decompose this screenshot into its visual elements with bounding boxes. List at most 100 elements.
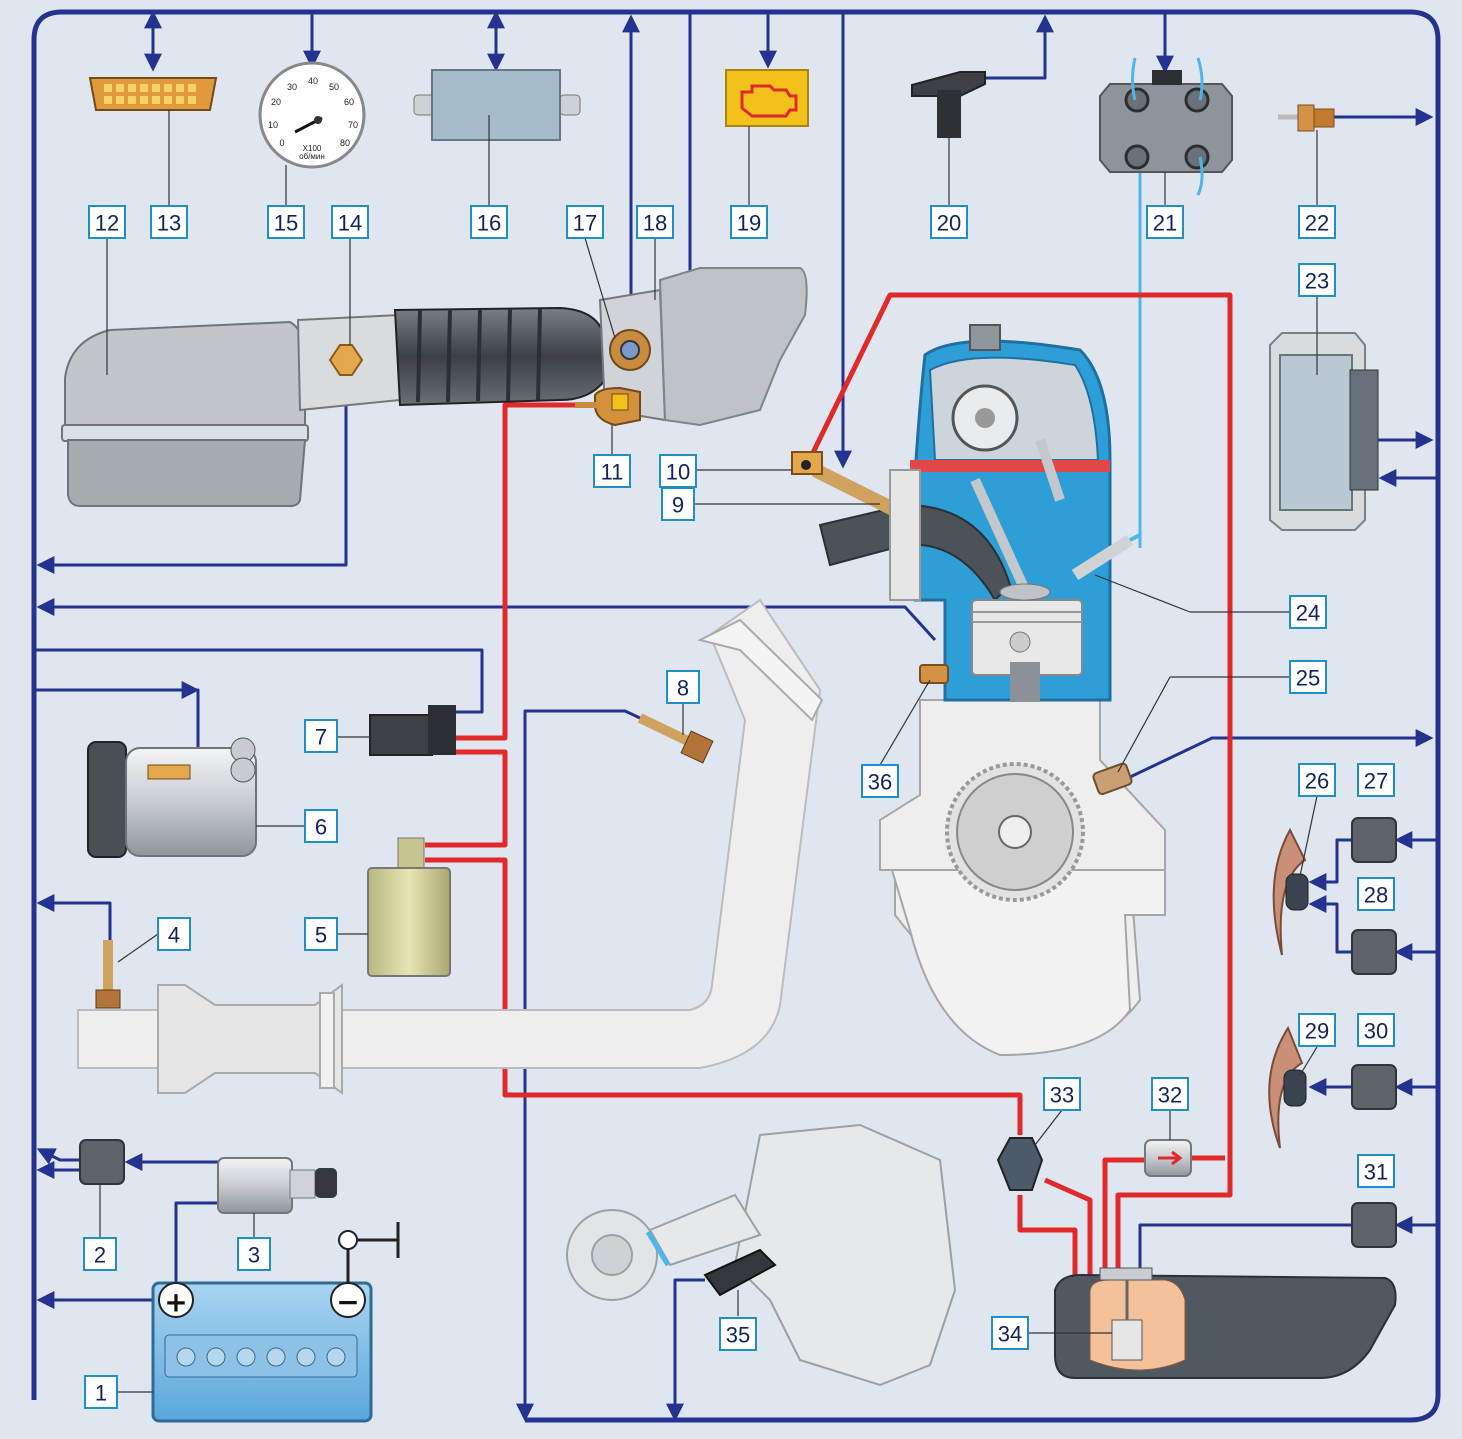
battery-plus-icon: [158, 1282, 194, 1318]
oxygen-sensor-downstream: [95, 940, 121, 1009]
label-16: 16: [470, 205, 508, 239]
fuel-lines: [425, 292, 1233, 1275]
label-12: 12: [88, 205, 126, 239]
label-22: 22: [1298, 205, 1336, 239]
svg-text:31: 31: [1364, 1160, 1388, 1185]
label-9: 9: [661, 487, 695, 521]
svg-text:15: 15: [274, 211, 298, 236]
battery-minus-symbol: −: [336, 1286, 359, 1319]
label-5: 5: [304, 917, 338, 951]
label-11: 11: [593, 454, 631, 488]
label-10: 10: [659, 454, 697, 488]
oxygen-sensor-upstream: [637, 713, 714, 764]
label-17: 17: [566, 205, 604, 239]
ignition-switch: [217, 1157, 337, 1214]
gearbox: [566, 1123, 957, 1387]
label-31: 31: [1357, 1154, 1395, 1188]
svg-text:14: 14: [338, 211, 362, 236]
label-23: 23: [1298, 263, 1336, 297]
camshaft-sensor: [911, 71, 986, 138]
label-27: 27: [1357, 763, 1395, 797]
svg-text:26: 26: [1305, 769, 1329, 794]
svg-text:36: 36: [868, 770, 892, 795]
svg-text:10: 10: [666, 460, 690, 485]
label-3: 3: [237, 1237, 271, 1271]
tacho-scale-70: 70: [348, 120, 358, 130]
svg-text:35: 35: [726, 1323, 750, 1348]
fan-relays: [1351, 817, 1397, 1248]
label-1: 1: [84, 1375, 118, 1409]
fuel-pressure-regulator: [996, 1137, 1044, 1191]
svg-text:22: 22: [1305, 211, 1329, 236]
tacho-scale-0: 0: [279, 138, 284, 148]
label-26: 26: [1298, 763, 1336, 797]
svg-text:6: 6: [315, 815, 327, 840]
label-36: 36: [861, 764, 899, 798]
label-34: 34: [991, 1316, 1029, 1350]
svg-text:1: 1: [95, 1381, 107, 1406]
exhaust-system: [77, 598, 824, 1095]
signal-bus-frame: [31, 9, 1441, 1423]
svg-text:32: 32: [1158, 1083, 1182, 1108]
label-24: 24: [1289, 595, 1327, 629]
tacho-scale-20: 20: [271, 97, 281, 107]
label-28: 28: [1357, 877, 1395, 911]
svg-text:19: 19: [737, 211, 761, 236]
svg-text:4: 4: [168, 923, 180, 948]
diagnostic-connector: [88, 77, 218, 111]
label-33: 33: [1043, 1077, 1081, 1111]
label-4: 4: [157, 917, 191, 951]
left-connections: [34, 368, 937, 1309]
leader-lines: [99, 110, 1318, 1393]
label-14: 14: [331, 205, 369, 239]
engine-block: [818, 324, 1166, 1057]
label-18: 18: [636, 205, 674, 239]
label-15: 15: [267, 205, 305, 239]
right-connections: [1127, 108, 1438, 1270]
svg-text:5: 5: [315, 923, 327, 948]
svg-text:28: 28: [1364, 883, 1388, 908]
svg-text:13: 13: [157, 211, 181, 236]
check-engine-lamp: [725, 69, 809, 127]
tachometer: 0 10 20 30 40 50 60 70 80 X100 об/мин: [258, 61, 366, 169]
svg-text:3: 3: [248, 1243, 260, 1268]
adsorber-canister: [367, 837, 451, 977]
label-35: 35: [719, 1317, 757, 1351]
label-19: 19: [730, 205, 768, 239]
label-7: 7: [304, 719, 338, 753]
label-8: 8: [666, 670, 700, 704]
tacho-unit-line2: об/мин: [299, 152, 325, 161]
svg-text:2: 2: [94, 1243, 106, 1268]
svg-text:12: 12: [95, 211, 119, 236]
svg-text:23: 23: [1305, 269, 1329, 294]
svg-text:25: 25: [1296, 666, 1320, 691]
svg-text:30: 30: [1364, 1019, 1388, 1044]
fuel-filter: [1144, 1139, 1192, 1177]
tacho-scale-40: 40: [308, 76, 318, 86]
svg-text:27: 27: [1364, 769, 1388, 794]
label-20: 20: [930, 205, 968, 239]
coolant-temperature-sensor: [1278, 104, 1335, 132]
immobilizer-unit: [413, 69, 581, 141]
fuel-tank: [1054, 1267, 1397, 1379]
svg-text:29: 29: [1305, 1019, 1329, 1044]
tacho-scale-10: 10: [268, 120, 278, 130]
ecu-controller: [1269, 332, 1379, 531]
battery-plus-symbol: +: [164, 1286, 187, 1319]
svg-text:7: 7: [315, 725, 327, 750]
intake-system: [61, 267, 921, 601]
svg-text:16: 16: [477, 211, 501, 236]
svg-text:21: 21: [1153, 211, 1177, 236]
svg-text:34: 34: [998, 1322, 1022, 1347]
label-32: 32: [1151, 1077, 1189, 1111]
label-25: 25: [1289, 660, 1327, 694]
canister-purge-valve: [369, 705, 456, 756]
label-30: 30: [1357, 1013, 1395, 1047]
label-13: 13: [150, 205, 188, 239]
label-29: 29: [1298, 1013, 1336, 1047]
tacho-scale-80: 80: [340, 138, 350, 148]
label-6: 6: [304, 809, 338, 843]
svg-text:9: 9: [672, 493, 684, 518]
svg-text:8: 8: [677, 676, 689, 701]
